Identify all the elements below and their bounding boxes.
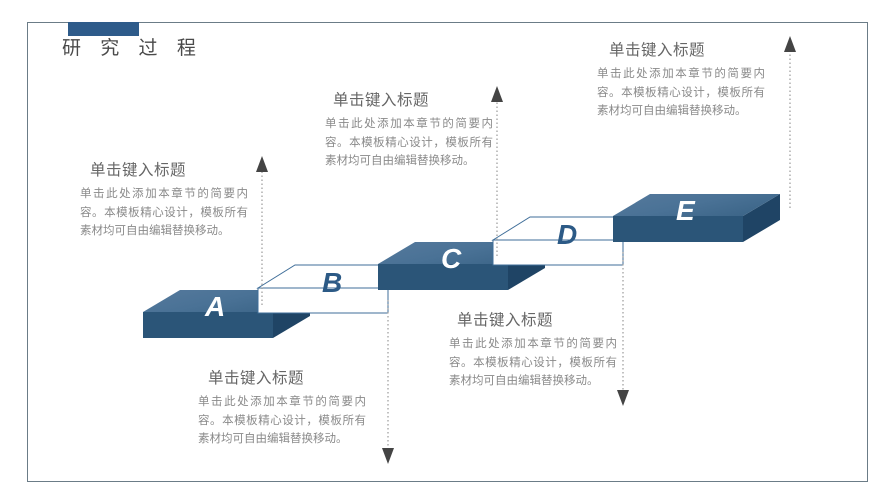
callout-d-body: 单击此处添加本章节的简要内容。本模板精心设计，模板所有素材均可自由编辑替换移动。 — [449, 338, 617, 388]
step-e-side-face — [743, 194, 780, 242]
connector-e-arrow-up — [784, 36, 796, 52]
step-block-e[interactable]: E — [613, 194, 780, 242]
step-e-front-face — [613, 216, 743, 242]
callout-b[interactable]: 单击键入标题 单击此处添加本章节的简要内容。本模板精心设计，模板所有素材均可自由… — [198, 366, 366, 449]
callout-b-body: 单击此处添加本章节的简要内容。本模板精心设计，模板所有素材均可自由编辑替换移动。 — [198, 396, 366, 446]
connector-c-arrow-up — [491, 86, 503, 102]
callout-a-title: 单击键入标题 — [90, 162, 187, 179]
page-title: 研 究 过 程 — [62, 38, 203, 59]
title-accent-bar — [68, 22, 139, 36]
step-e-top-face — [613, 194, 780, 216]
step-a-letter: A — [204, 291, 225, 322]
callout-a[interactable]: 单击键入标题 单击此处添加本章节的简要内容。本模板精心设计，模板所有素材均可自由… — [80, 158, 248, 241]
step-c-letter: C — [441, 243, 462, 274]
step-b-letter: B — [322, 267, 342, 298]
callout-c[interactable]: 单击键入标题 单击此处添加本章节的简要内容。本模板精心设计，模板所有素材均可自由… — [325, 88, 493, 171]
callout-a-body: 单击此处添加本章节的简要内容。本模板精心设计，模板所有素材均可自由编辑替换移动。 — [80, 188, 248, 238]
step-a-front-face — [143, 312, 273, 338]
step-d-letter: D — [557, 219, 577, 250]
callout-d[interactable]: 单击键入标题 单击此处添加本章节的简要内容。本模板精心设计，模板所有素材均可自由… — [449, 308, 617, 391]
connector-e-up — [784, 36, 796, 208]
step-e-letter: E — [676, 195, 696, 226]
connector-b-arrow-down — [382, 448, 394, 464]
callout-e[interactable]: 单击键入标题 单击此处添加本章节的简要内容。本模板精心设计，模板所有素材均可自由… — [597, 38, 765, 121]
step-c-front-face — [378, 264, 508, 290]
connector-d-down — [617, 252, 629, 406]
connector-d-arrow-down — [617, 390, 629, 406]
callout-e-title: 单击键入标题 — [609, 42, 706, 59]
connector-a-arrow-up — [256, 156, 268, 172]
callout-d-title: 单击键入标题 — [457, 312, 554, 329]
callout-b-title: 单击键入标题 — [208, 370, 305, 387]
callout-e-body: 单击此处添加本章节的简要内容。本模板精心设计，模板所有素材均可自由编辑替换移动。 — [597, 68, 765, 118]
callout-c-body: 单击此处添加本章节的简要内容。本模板精心设计，模板所有素材均可自由编辑替换移动。 — [325, 118, 493, 168]
connector-b-down — [382, 300, 394, 464]
callout-c-title: 单击键入标题 — [333, 92, 430, 109]
connector-a-up — [256, 156, 268, 305]
connector-c-up — [491, 86, 503, 256]
